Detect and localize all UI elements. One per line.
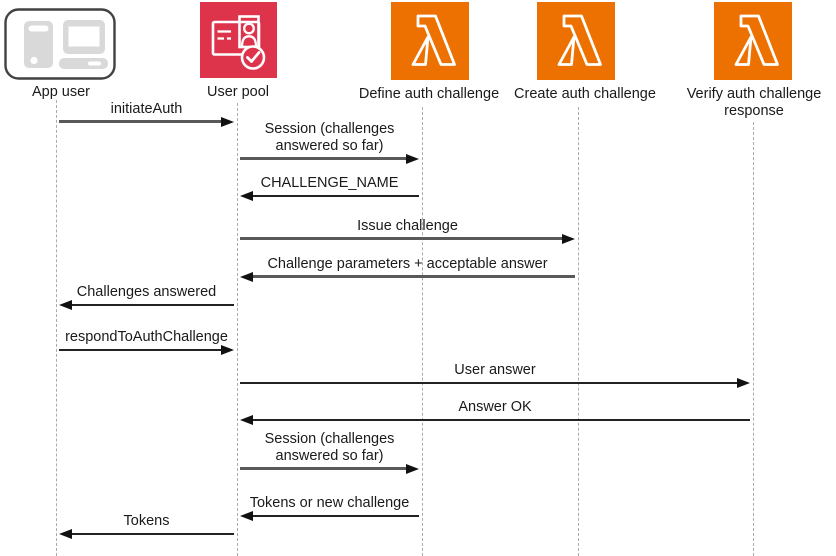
actor-label-define-auth-challenge: Define auth challenge: [358, 86, 500, 102]
user-pool-icon: [200, 2, 277, 78]
message-line-11: [72, 533, 234, 535]
arrowhead-right-icon: [737, 377, 750, 388]
actor-label-verify-auth-challenge-response: Verify auth challenge response: [686, 86, 822, 119]
arrowhead-left-icon: [240, 510, 253, 521]
actor-icon-app-user: [4, 8, 116, 80]
actor-icon-user-pool: [200, 2, 277, 78]
actor-icon-verify-auth-challenge-response: [714, 2, 792, 80]
actor-icon-create-auth-challenge: [537, 2, 615, 80]
lambda-icon: [537, 2, 615, 80]
message-label-0: initiateAuth: [110, 101, 183, 117]
lifeline-verify-auth-challenge-response: [753, 122, 754, 556]
message-label-3: Issue challenge: [357, 218, 458, 234]
message-line-8: [253, 419, 750, 421]
message-label-10: Tokens or new challenge: [249, 495, 410, 511]
message-line-4: [253, 275, 575, 278]
arrowhead-left-icon: [240, 190, 253, 201]
message-line-10: [253, 515, 419, 517]
message-label-4: Challenge parameters + acceptable answer: [267, 256, 548, 272]
message-label-8: Answer OK: [458, 399, 532, 415]
lifeline-app-user: [56, 100, 57, 556]
message-label-7: User answer: [454, 362, 536, 378]
message-label-11: Tokens: [123, 513, 170, 529]
message-line-2: [253, 195, 419, 197]
arrowhead-right-icon: [562, 233, 575, 244]
message-line-6: [59, 349, 221, 351]
message-line-5: [72, 304, 234, 306]
actor-label-app-user: App user: [31, 84, 91, 100]
actor-label-user-pool: User pool: [206, 84, 270, 100]
actor-icon-define-auth-challenge: [391, 2, 469, 80]
message-line-9: [240, 467, 406, 470]
message-label-6: respondToAuthChallenge: [65, 329, 228, 345]
app-devices-icon: [4, 8, 116, 80]
arrowhead-left-icon: [240, 414, 253, 425]
arrowhead-right-icon: [221, 116, 234, 127]
message-line-0: [59, 120, 221, 123]
message-label-9: Session (challenges answered so far): [264, 431, 395, 464]
message-label-2: CHALLENGE_NAME: [260, 175, 399, 191]
lifeline-define-auth-challenge: [422, 107, 423, 556]
message-label-5: Challenges answered: [76, 284, 217, 300]
lifeline-user-pool: [237, 103, 238, 556]
arrowhead-right-icon: [406, 153, 419, 164]
message-line-1: [240, 157, 406, 160]
arrowhead-right-icon: [221, 344, 234, 355]
message-label-1: Session (challenges answered so far): [264, 121, 395, 154]
message-line-7: [240, 382, 737, 384]
lambda-icon: [714, 2, 792, 80]
message-line-3: [240, 237, 562, 240]
arrowhead-left-icon: [59, 299, 72, 310]
lifeline-create-auth-challenge: [578, 107, 579, 556]
arrowhead-left-icon: [240, 271, 253, 282]
actor-label-create-auth-challenge: Create auth challenge: [514, 86, 656, 102]
arrowhead-left-icon: [59, 528, 72, 539]
arrowhead-right-icon: [406, 463, 419, 474]
lambda-icon: [391, 2, 469, 80]
